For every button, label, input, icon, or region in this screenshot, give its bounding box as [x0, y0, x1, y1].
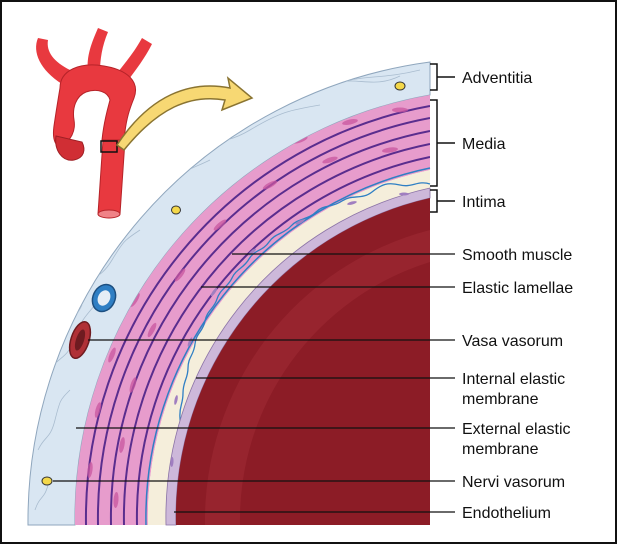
descending-aorta	[98, 140, 125, 214]
label-intima: Intima	[462, 194, 506, 211]
label-vasa-vasorum: Vasa vasorum	[462, 333, 563, 350]
label-external-elastic-membrane-line1: External elastic	[462, 421, 571, 438]
nervi-vasorum-1	[395, 82, 405, 90]
label-smooth-muscle: Smooth muscle	[462, 247, 572, 264]
label-elastic-lamellae: Elastic lamellae	[462, 280, 573, 297]
label-adventitia: Adventitia	[462, 70, 532, 87]
nervi-vasorum-3	[42, 477, 52, 485]
label-nervi-vasorum: Nervi vasorum	[462, 474, 565, 491]
callout-labels: Smooth muscle Elastic lamellae Vasa vaso…	[462, 247, 573, 522]
label-internal-elastic-membrane-line2: membrane	[462, 391, 539, 408]
label-media: Media	[462, 136, 506, 153]
aorta-cut-end	[98, 210, 120, 218]
label-external-elastic-membrane-line2: membrane	[462, 441, 539, 458]
nervi-vasorum-2	[172, 206, 181, 214]
label-internal-elastic-membrane-line1: Internal elastic	[462, 371, 565, 388]
label-endothelium: Endothelium	[462, 505, 551, 522]
